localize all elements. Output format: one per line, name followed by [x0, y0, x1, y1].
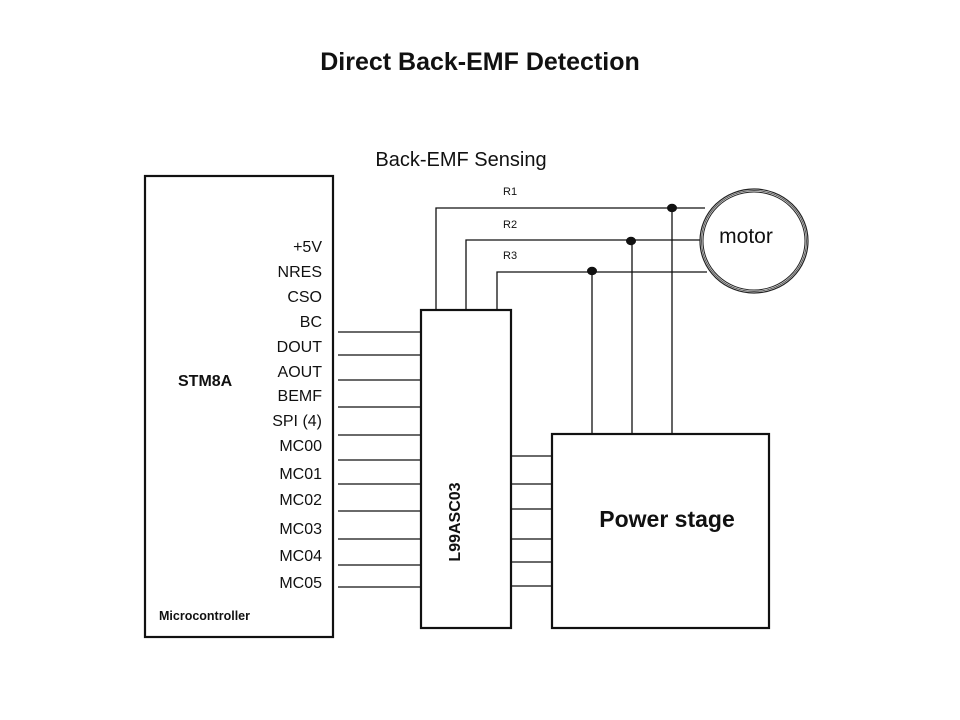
mcu-to-driver-wires — [338, 331, 421, 588]
mcu-caption: Microcontroller — [159, 609, 250, 623]
mcu-pin-label: CSO — [287, 289, 322, 306]
mcu-pin-label: BC — [300, 314, 322, 331]
resistor-label-r1: R1 — [503, 186, 517, 198]
diagram-subtitle: Back-EMF Sensing — [375, 149, 546, 171]
mcu-pin-labels: +5V NRES CSO BC DOUT AOUT BEMF SPI (4) MC00MC01M… — [272, 239, 322, 592]
mcu-pin-label: SPI (4) — [272, 413, 322, 430]
driver-block: L99ASC03 — [419, 308, 513, 630]
resistor-label-r3: R3 — [503, 250, 517, 262]
mcu-pin-label: NRES — [278, 264, 322, 281]
mcu-pin-label: MC03 — [279, 521, 322, 538]
page-title: Direct Back-EMF Detection — [320, 48, 640, 76]
motor-outline-inner — [702, 191, 806, 291]
microcontroller-box — [143, 174, 335, 639]
sense-wire-r3 — [496, 271, 707, 310]
resistor-label-r2: R2 — [503, 219, 517, 231]
power-stage-label: Power stage — [599, 506, 735, 532]
junction-dot-r1 — [667, 203, 677, 213]
motor-outline-outer — [699, 188, 809, 294]
microcontroller-block: STM8A Microcontroller +5V NRES CSO BC DOUT AO… — [143, 174, 335, 639]
mcu-pin-label: MC05 — [279, 575, 322, 592]
mcu-pin-label: AOUT — [278, 364, 323, 381]
mcu-pin-label: MC02 — [279, 492, 322, 509]
sense-wires: R1 R2 R3 — [435, 186, 707, 434]
mcu-pin-label: +5V — [293, 239, 322, 256]
mcu-pin-label: MC04 — [279, 548, 322, 565]
motor-outline-mid — [701, 190, 807, 292]
junction-dot-r2 — [626, 236, 636, 246]
mcu-pin-label: MC00 — [279, 438, 322, 455]
driver-name: L99ASC03 — [447, 482, 464, 561]
driver-box — [419, 308, 513, 630]
power-stage-block: Power stage — [550, 432, 771, 630]
motor-label: motor — [719, 225, 773, 248]
mcu-pin-label: DOUT — [277, 339, 323, 356]
sense-wire-r2 — [465, 239, 700, 310]
junction-dot-r3 — [587, 266, 597, 276]
sense-wire-r1 — [435, 207, 705, 310]
driver-to-power-stage-wires — [511, 455, 552, 587]
motor: motor — [699, 188, 809, 294]
mcu-pin-label: MC01 — [279, 466, 322, 483]
mcu-chip-name: STM8A — [178, 373, 233, 390]
power-stage-box — [550, 432, 771, 630]
mcu-pin-label: BEMF — [278, 388, 323, 405]
